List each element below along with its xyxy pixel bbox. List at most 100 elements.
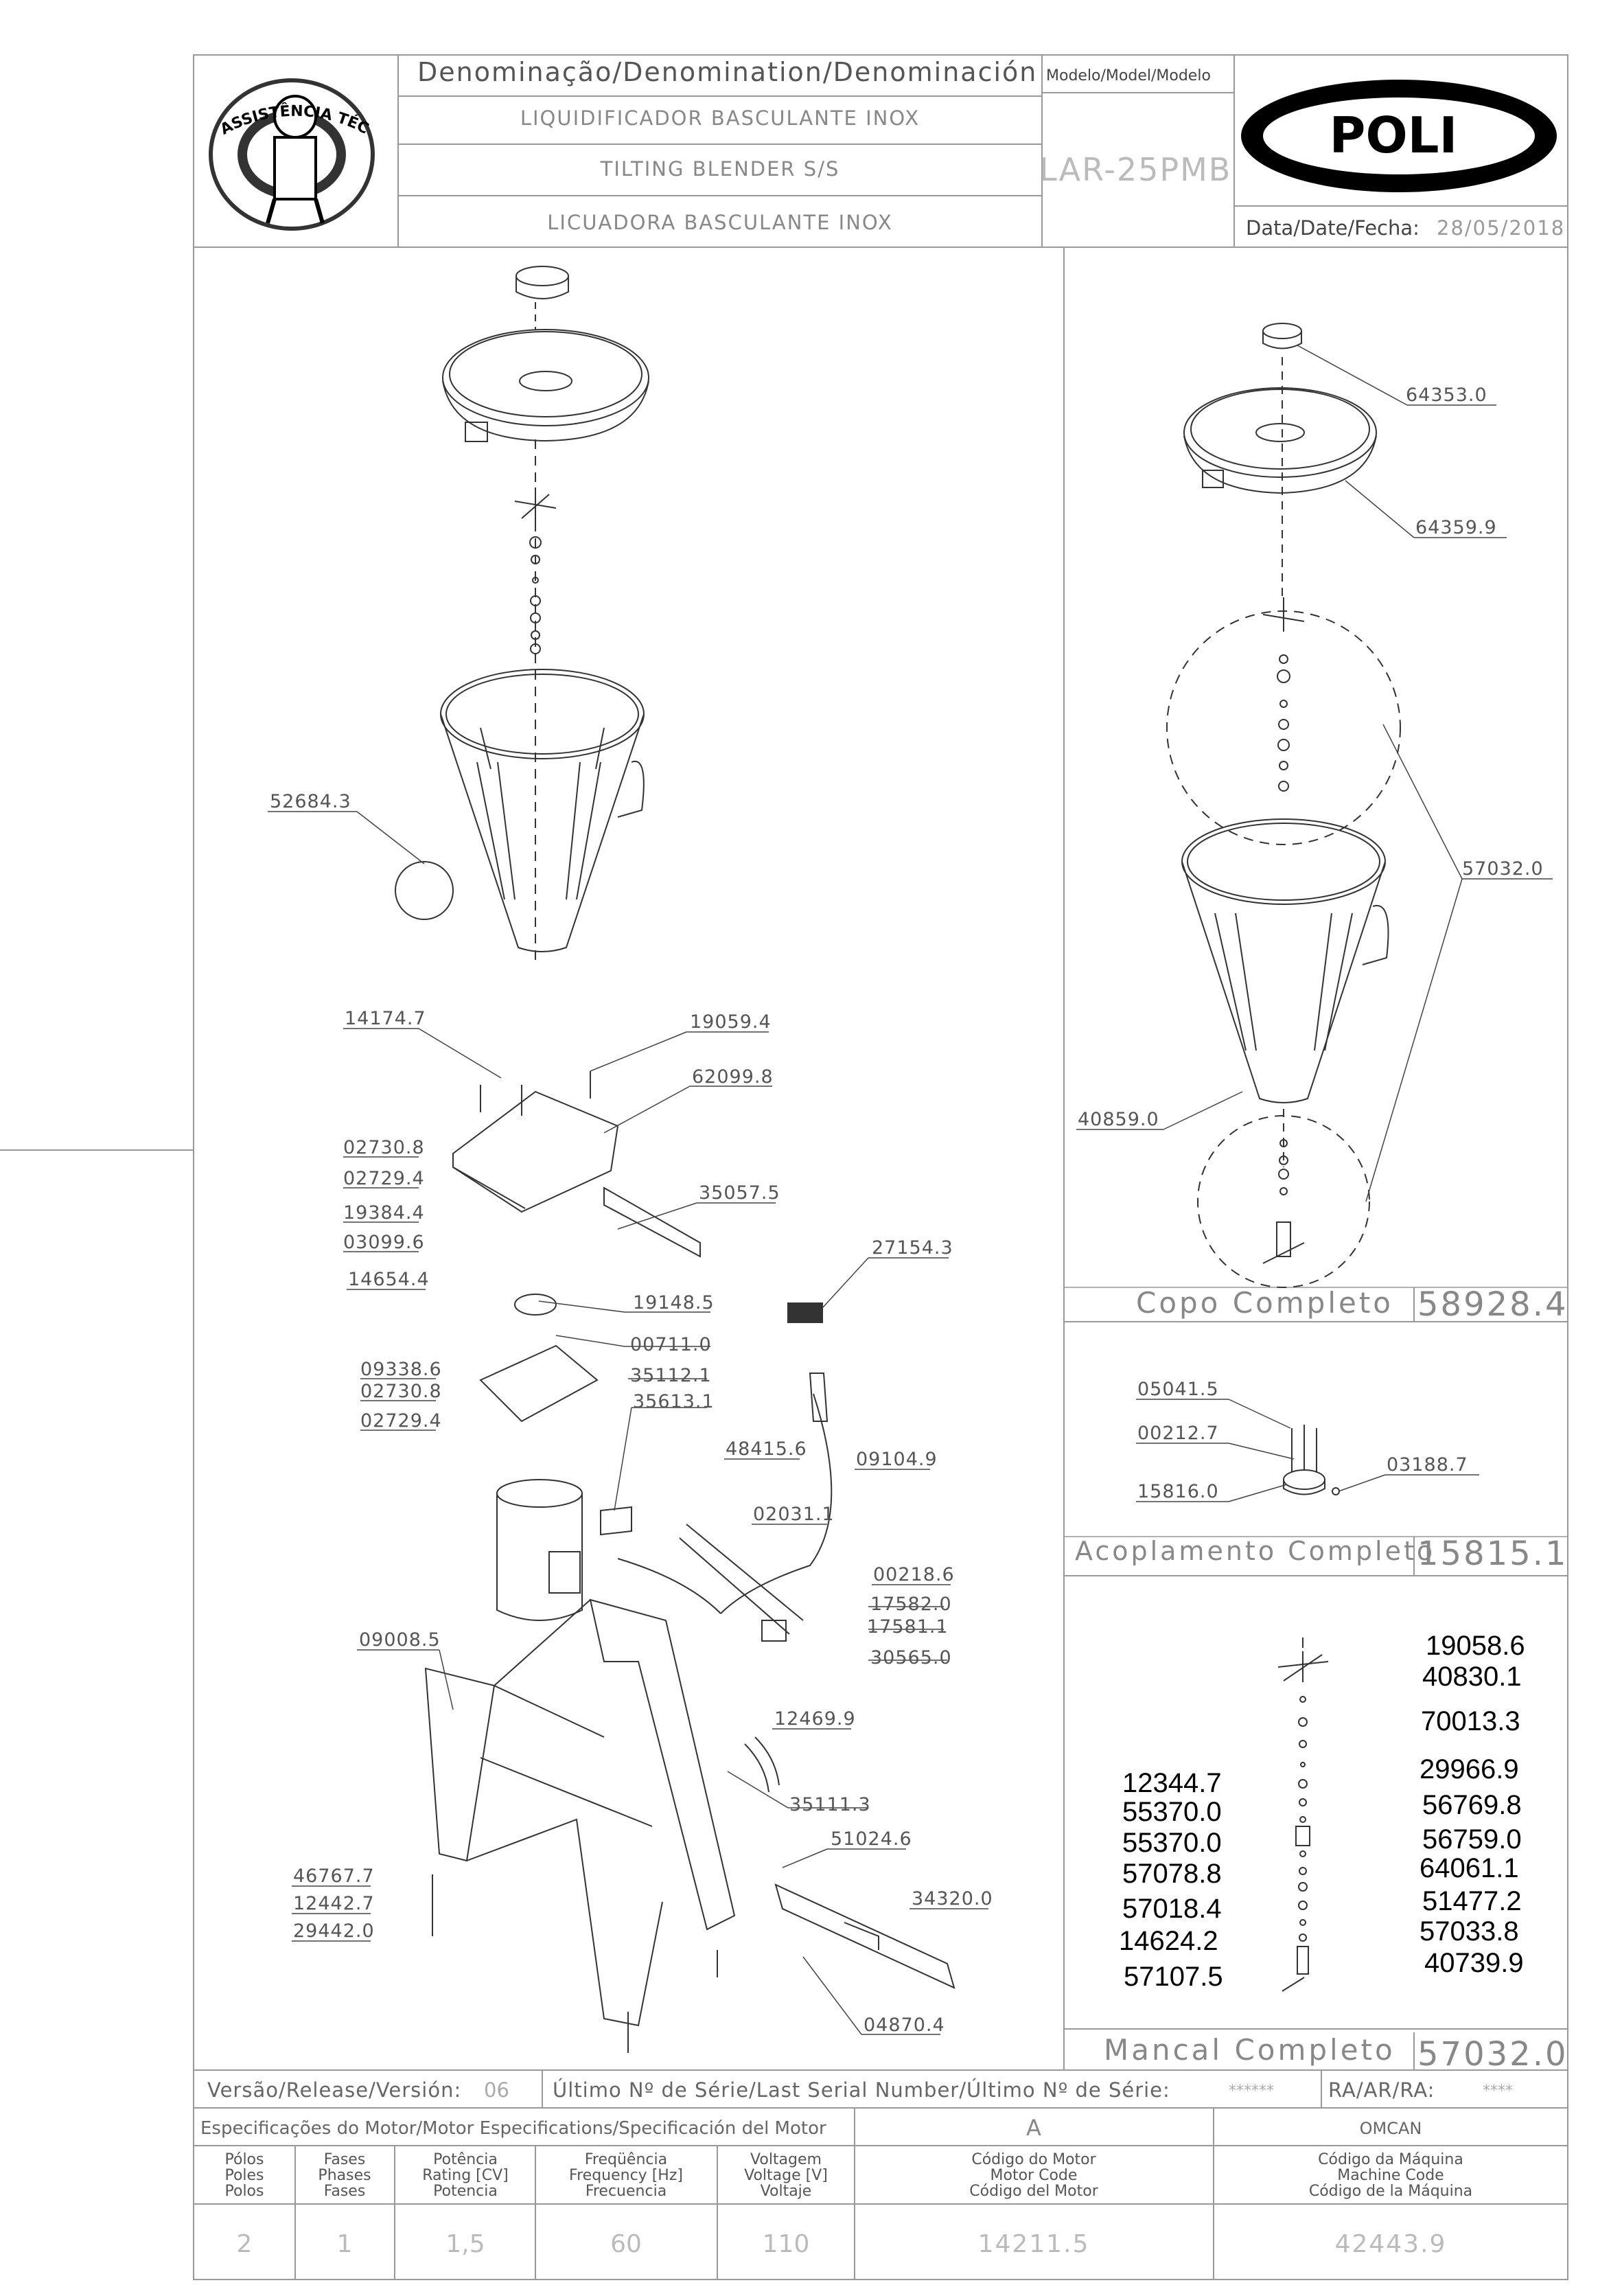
mancal-code: 40830.1	[1422, 1662, 1522, 1692]
mancal-code: 19058.6	[1426, 1631, 1525, 1661]
mancal-code: 40739.9	[1424, 1948, 1524, 1978]
mancal-code: 57078.8	[1122, 1859, 1222, 1889]
spec-value: 1,5	[445, 2230, 485, 2258]
motor-shape	[496, 1479, 583, 1621]
part-label: 02031.1	[753, 1504, 835, 1525]
part-label: 02730.8	[343, 1137, 425, 1158]
col-header: Código del Motor	[969, 2183, 1098, 2200]
logo-text: ASSISTÊNCIA TÉCNICA AUTORIZADA	[0, 0, 371, 139]
acoplamento-code: 15815.1	[1417, 1535, 1568, 1573]
serial-value: ******	[1229, 2082, 1274, 2100]
col-header: Rating [CV]	[422, 2167, 509, 2184]
col-header: Voltagem	[750, 2151, 822, 2168]
brand-name: POLI	[1330, 106, 1458, 164]
ra-label: RA/AR/RA:	[1328, 2078, 1435, 2102]
model-value: LAR-25PMB	[1039, 151, 1231, 188]
col-header: Freqüência	[585, 2151, 667, 2168]
mancal-code: 29966.9	[1420, 1754, 1519, 1784]
col-header: Código de la Máquina	[1309, 2183, 1472, 2200]
spec-value: 14211.5	[978, 2230, 1090, 2258]
version-label: Versão/Release/Versión:	[207, 2078, 461, 2102]
part-label: 02729.4	[360, 1410, 442, 1432]
stand-shape	[424, 1598, 736, 2027]
part-label: 15816.0	[1137, 1481, 1219, 1502]
version-value: 06	[484, 2078, 509, 2102]
mancal-code: 56759.0	[1422, 1824, 1522, 1855]
mancal-code: 55370.0	[1122, 1828, 1222, 1858]
mancal-drawing	[1277, 1638, 1329, 1992]
mancal-code: 57018.4	[1122, 1894, 1222, 1924]
spec-value: 1	[337, 2230, 353, 2258]
copo-code: 58928.4	[1417, 1285, 1568, 1324]
part-label: 19384.4	[343, 1202, 425, 1224]
part-label: 35613.1	[633, 1391, 715, 1412]
part-label: 02730.8	[360, 1381, 442, 1402]
base-housing	[452, 1090, 619, 1213]
part-label: 30565.0	[870, 1647, 952, 1668]
part-label: 52684.3	[270, 791, 351, 812]
jar-shape	[440, 669, 645, 952]
authorized-service-logo	[209, 78, 375, 231]
part-label: 27154.3	[872, 1237, 953, 1259]
col-header: Frecuencia	[586, 2183, 667, 2200]
part-label: 62099.8	[692, 1066, 774, 1088]
part-label: 14174.7	[345, 1008, 426, 1029]
product-name-en: TILTING BLENDER S/S	[600, 157, 840, 181]
product-name-pt: LIQUIDIFICADOR BASCULANTE INOX	[520, 106, 920, 130]
product-name-es: LICUADORA BASCULANTE INOX	[547, 211, 893, 234]
part-label: 05041.5	[1137, 1379, 1219, 1400]
part-label: 35112.1	[630, 1365, 712, 1386]
part-label: 40859.0	[1078, 1109, 1159, 1130]
part-label: 19059.4	[690, 1011, 772, 1033]
col-header: Motor Code	[990, 2167, 1078, 2184]
part-label: 03099.6	[343, 1232, 425, 1253]
part-label: 35111.3	[789, 1794, 871, 1815]
part-label: 14654.4	[348, 1269, 430, 1290]
part-label: 29442.0	[293, 1920, 375, 1942]
mancal-code: 51477.2	[1422, 1886, 1522, 1916]
ra-value: ****	[1483, 2082, 1513, 2100]
part-label: 64359.9	[1415, 517, 1497, 538]
model-label: Modelo/Model/Modelo	[1046, 67, 1211, 84]
machine-brand: OMCAN	[1360, 2119, 1422, 2138]
col-header: Poles	[224, 2167, 264, 2184]
mancal-code: 64061.1	[1420, 1853, 1519, 1883]
mancal-code: 12344.7	[1122, 1768, 1222, 1798]
col-header: Polos	[225, 2183, 264, 2200]
mancal-code: 14624.2	[1119, 1926, 1218, 1956]
col-header: Fases	[324, 2183, 366, 2200]
acoplamento-drawing	[1283, 1425, 1340, 1495]
bearing-stack-main	[529, 536, 542, 654]
part-label: 34320.0	[912, 1888, 993, 1909]
lid-shape	[442, 329, 649, 442]
part-label: 09008.5	[359, 1629, 441, 1651]
motor-letter: A	[1026, 2115, 1041, 2141]
col-header: Voltaje	[761, 2183, 812, 2200]
sheet-frame	[0, 54, 1568, 2280]
date-value: 28/05/2018	[1437, 216, 1565, 240]
denomination-label: Denominação/Denomination/Denominación	[417, 57, 1037, 87]
col-header: Pólos	[225, 2151, 264, 2168]
mancal-code: 56769.8	[1422, 1790, 1522, 1820]
main-leader-lines	[268, 811, 988, 2035]
part-label: 12442.7	[293, 1893, 375, 1914]
col-header: Código da Máquina	[1318, 2151, 1463, 2168]
motor-spec-headers: Pólos Poles Polos Fases Phases Fases Pot…	[224, 2151, 1472, 2200]
part-label: 09338.6	[360, 1359, 442, 1380]
spec-value: 110	[763, 2230, 810, 2258]
part-label: 17582.0	[870, 1594, 952, 1615]
part-label: 00218.6	[873, 1564, 955, 1585]
part-label: 35057.5	[699, 1182, 780, 1204]
mancal-code: 55370.0	[1122, 1797, 1222, 1827]
part-label: 00212.7	[1137, 1423, 1219, 1444]
part-label: 48415.6	[726, 1438, 807, 1460]
part-label: 57032.0	[1462, 858, 1544, 880]
acoplamento-leader-lines	[1136, 1399, 1479, 1502]
mancal-left-codes: 12344.7 55370.0 55370.0 57078.8 57018.4 …	[1119, 1768, 1223, 1992]
main-part-labels: 52684.3 14174.7 19059.4 62099.8 02730.8 …	[270, 791, 993, 2036]
part-label: 02729.4	[343, 1168, 425, 1189]
part-label: 46767.7	[293, 1866, 375, 1887]
part-label: 09104.9	[856, 1449, 938, 1470]
mancal-right-codes: 19058.6 40830.1 70013.3 29966.9 56769.8 …	[1420, 1631, 1525, 1978]
spec-value: 2	[237, 2230, 253, 2258]
